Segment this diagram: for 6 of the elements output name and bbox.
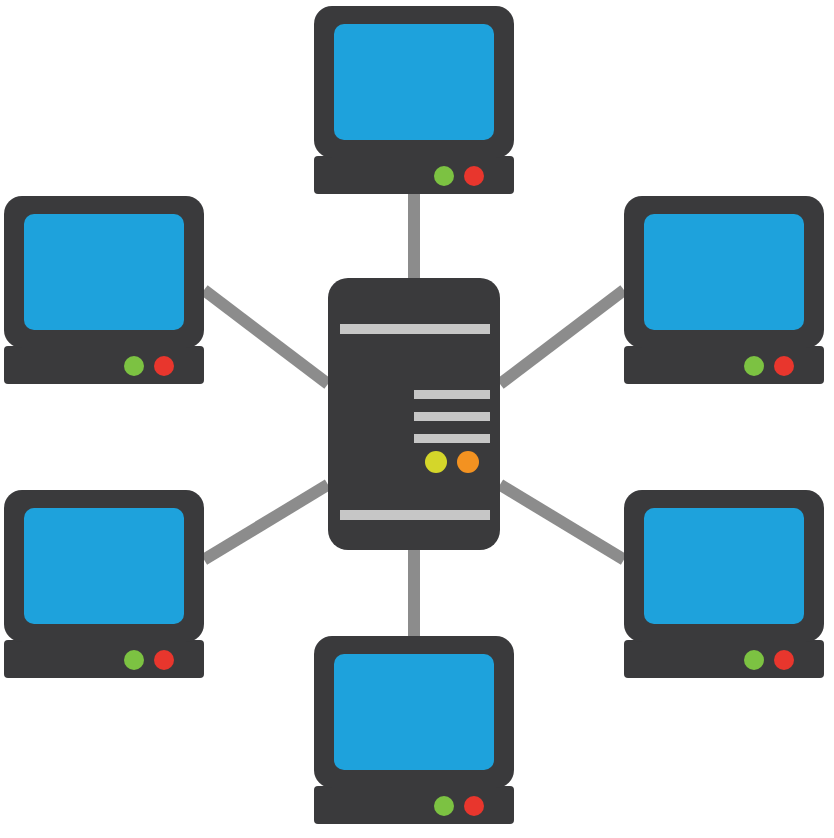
network-cable bbox=[200, 479, 332, 565]
network-cable bbox=[496, 479, 628, 565]
network-cable bbox=[408, 194, 420, 278]
network-cable bbox=[496, 285, 628, 389]
network-cable bbox=[200, 285, 332, 389]
network-cable bbox=[408, 550, 420, 636]
